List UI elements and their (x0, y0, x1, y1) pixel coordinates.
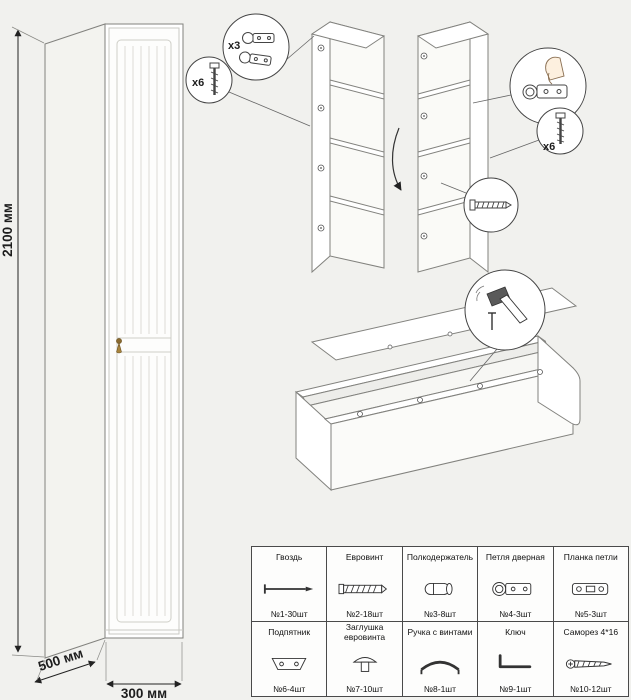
part-cell-nail: Гвоздь №1-30шт (250, 546, 328, 622)
join-arrow (391, 127, 402, 191)
hinge-plate-icon (571, 582, 608, 595)
part-name: Подпятник (268, 627, 311, 638)
nail-marks (357, 369, 543, 417)
part-name: Заглушка евровинта (343, 622, 386, 642)
door-handle-icon (116, 338, 122, 354)
screw-cap-icon (352, 656, 378, 672)
parts-row-1: Гвоздь №1-30шт Евровинт (250, 546, 630, 622)
parts-table: Гвоздь №1-30шт Евровинт (250, 546, 630, 697)
handle-icon (420, 660, 460, 674)
screw-icon (555, 112, 566, 144)
callout-hinge-mount (472, 47, 587, 125)
part-qty: №6-4шт (273, 684, 306, 694)
part-name: Евровинт (345, 552, 384, 563)
shelf-holder-icon (424, 582, 453, 595)
height-label: 2100 мм (0, 203, 15, 257)
parts-row-2: Подпятник №6-4шт Заглушка евровинта №7-1… (250, 621, 630, 697)
wardrobe-illustration (44, 23, 184, 659)
carcass-laydown (294, 334, 581, 492)
hinge-qty-label: x3 (228, 40, 240, 52)
key-icon (499, 653, 532, 668)
hinge-icon (522, 84, 568, 100)
part-name: Планка петли (563, 552, 618, 563)
part-cell-cap: Заглушка евровинта №7-10шт (326, 621, 403, 697)
callout-hinges: x3 (222, 13, 315, 81)
screw-left-qty-label: x6 (192, 77, 204, 89)
part-cell-foot: Подпятник №6-4шт (250, 621, 328, 697)
part-name: Ручка с винтами (407, 627, 473, 638)
part-name: Полкодержатель (406, 552, 474, 563)
part-name: Саморез 4*16 (563, 627, 619, 638)
part-cell-hinge-plate: Планка петли №5-3шт (552, 546, 630, 622)
side-panel-right (416, 21, 490, 274)
self-tapping-screw-icon (565, 658, 612, 669)
part-name: Гвоздь (276, 552, 303, 563)
side-panel-left (310, 21, 386, 274)
part-cell-shelf-holder: Полкодержатель №3-8шт (401, 546, 479, 622)
hinge-icon (238, 51, 272, 66)
foot-glide-icon (271, 657, 307, 670)
part-cell-hinge: Петля дверная №4-3шт (477, 546, 554, 622)
parts-table-grid: Гвоздь №1-30шт Евровинт (250, 546, 630, 697)
part-qty: №5-3шт (574, 609, 607, 619)
part-qty: №9-1шт (499, 684, 532, 694)
part-qty: №2-18шт (346, 609, 383, 619)
callout-hammer (464, 269, 546, 382)
part-qty: №1-30шт (270, 609, 308, 619)
screw-icon (209, 62, 220, 95)
part-name: Ключ (505, 627, 526, 638)
part-qty: №10-12шт (569, 684, 612, 694)
hand-icon (545, 56, 565, 85)
callout-screws-right: x6 (489, 107, 584, 159)
nail-icon (264, 583, 314, 594)
part-cell-handle: Ручка с винтами №8-1шт (401, 621, 479, 697)
part-cell-key: Ключ №9-1шт (477, 621, 554, 697)
part-qty: №8-1шт (423, 684, 457, 694)
door-hinge-icon (492, 581, 532, 596)
part-qty: №7-10шт (346, 684, 383, 694)
part-qty: №3-8шт (423, 609, 457, 619)
hinge-icon (242, 32, 275, 44)
part-name: Петля дверная (485, 552, 545, 563)
wardrobe-door (108, 27, 180, 635)
panel-screw-marks (317, 44, 325, 232)
panel-screw-marks (420, 52, 428, 240)
callout-screws-left: x6 (185, 56, 311, 127)
height-dimension: 2100 мм (0, 26, 45, 658)
euroscrew-icon (338, 583, 387, 594)
confirmat-screw-icon (469, 199, 512, 211)
part-qty: №4-3шт (499, 609, 532, 619)
part-cell-screw: Саморез 4*16 №10-12шт (552, 621, 630, 697)
part-cell-euroscrew: Евровинт №2-18шт (326, 546, 403, 622)
screw-right-qty-label: x6 (543, 141, 555, 153)
width-label: 300 мм (121, 686, 167, 700)
callout-confirmat (440, 177, 519, 233)
width-dimension: 300 мм (105, 642, 183, 700)
hammer-icon (475, 285, 528, 330)
